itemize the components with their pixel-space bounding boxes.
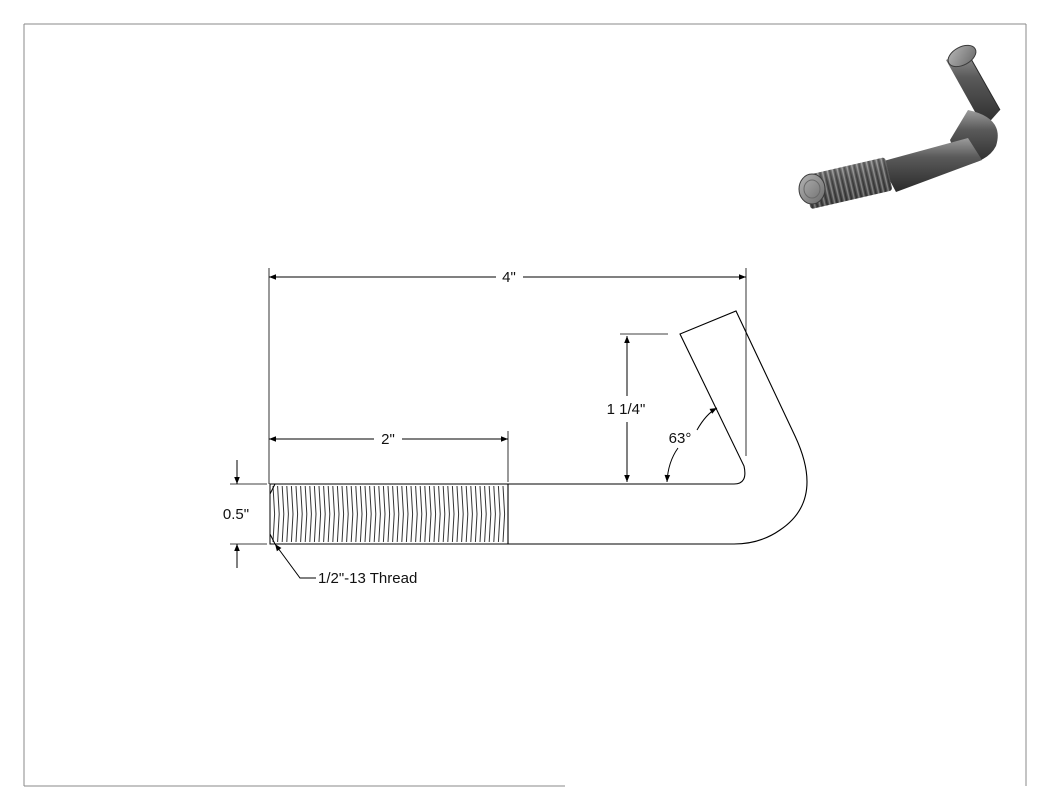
thread-crest (346, 485, 349, 543)
thread-crest (474, 485, 478, 543)
dimension-thread-length: 2" (269, 431, 509, 482)
thread-crest (359, 485, 363, 543)
thread-crest (295, 485, 299, 543)
thread-crest (341, 485, 345, 543)
thread-crest (327, 485, 331, 543)
thread-crest (488, 485, 492, 543)
dimension-overall-length: 4" (268, 268, 747, 484)
thread-crest (470, 485, 473, 543)
thread-length-label: 2" (381, 431, 395, 448)
shank-and-hook (507, 310, 808, 545)
thread-crest (493, 485, 496, 543)
dimension-hook-angle: 63° (664, 407, 718, 483)
thread-crest (272, 485, 276, 543)
thread-crest (405, 485, 409, 543)
thread-crest (382, 485, 386, 543)
thread-crest (350, 485, 354, 543)
thread-crest (396, 485, 400, 543)
dimension-hook-height: 1 1/4" (607, 333, 668, 482)
thread-crest (428, 485, 432, 543)
dimension-diameter: 0.5" (223, 460, 267, 568)
thread-crest (442, 485, 446, 543)
thread-crest (332, 485, 335, 543)
thread-crest (286, 485, 289, 543)
thread-crest (451, 485, 455, 543)
j-bolt-isometric-icon (798, 44, 1001, 209)
thread-crest (479, 485, 483, 543)
thread-crest (281, 485, 285, 543)
thread-crest (424, 485, 427, 543)
thread-crest (369, 485, 372, 543)
thread-crest (465, 485, 469, 543)
thread-crest (355, 485, 358, 543)
thread-crest (364, 485, 368, 543)
thread-crest (378, 485, 381, 543)
thread-crest (461, 485, 464, 543)
sheet-border (23, 23, 1027, 787)
j-bolt-profile (269, 310, 808, 545)
hook-height-label: 1 1/4" (607, 401, 646, 418)
thread-crest (401, 485, 404, 543)
thread-crest (290, 485, 294, 543)
thread-crest (456, 485, 460, 543)
thread-crest (318, 485, 322, 543)
thread-crest (410, 485, 414, 543)
thread-lines (272, 485, 506, 543)
thread-crest (313, 485, 317, 543)
thread-crest (484, 485, 487, 543)
thread-crest (447, 485, 450, 543)
thread-crest (433, 485, 437, 543)
thread-crest (419, 485, 423, 543)
thread-crest (497, 485, 501, 543)
thread-crest (415, 485, 418, 543)
diameter-label: 0.5" (223, 506, 249, 523)
thread-crest (300, 485, 303, 543)
hook-angle-label: 63° (669, 430, 692, 447)
thread-crest (304, 485, 308, 543)
thread-crest (323, 485, 326, 543)
overall-length-label: 4" (502, 269, 516, 286)
thread-crest (392, 485, 395, 543)
thread-spec-label: 1/2"-13 Thread (318, 570, 417, 587)
thread-crest (309, 485, 312, 543)
thread-crest (336, 485, 340, 543)
thread-crest (373, 485, 377, 543)
thread-crest (387, 485, 391, 543)
thread-crest (277, 485, 280, 543)
thread-callout: 1/2"-13 Thread (274, 543, 417, 587)
thread-crest (502, 485, 506, 543)
thread-crest (438, 485, 441, 543)
